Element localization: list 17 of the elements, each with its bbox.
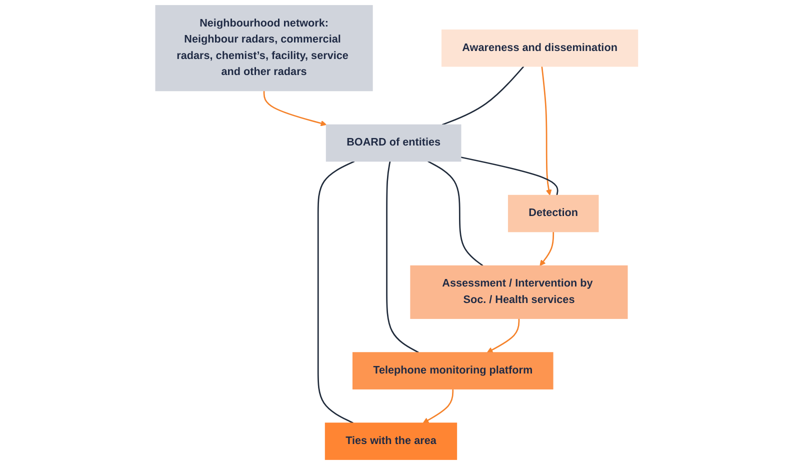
arrow — [542, 66, 552, 196]
node-box: BOARD of entities — [326, 124, 462, 162]
arrow — [423, 389, 454, 424]
arrow — [264, 90, 327, 126]
connector — [318, 160, 355, 424]
node-box: Detection — [508, 194, 600, 232]
node-box: Assessment / Intervention by Soc. / Health services — [410, 265, 628, 319]
node-box: Awareness and dissemination — [442, 29, 638, 67]
arrow — [487, 318, 520, 353]
connector — [386, 161, 420, 354]
arrow — [540, 232, 554, 266]
node-box: Telephone monitoring platform — [352, 352, 554, 390]
connector — [442, 66, 524, 126]
node-box: Ties with the area — [325, 422, 458, 460]
node-box: Neighbourhood network: Neighbour radars, commercial radars, chemist’s, facility, service and other radars — [156, 5, 374, 92]
connector — [461, 156, 559, 196]
connector — [428, 160, 484, 266]
